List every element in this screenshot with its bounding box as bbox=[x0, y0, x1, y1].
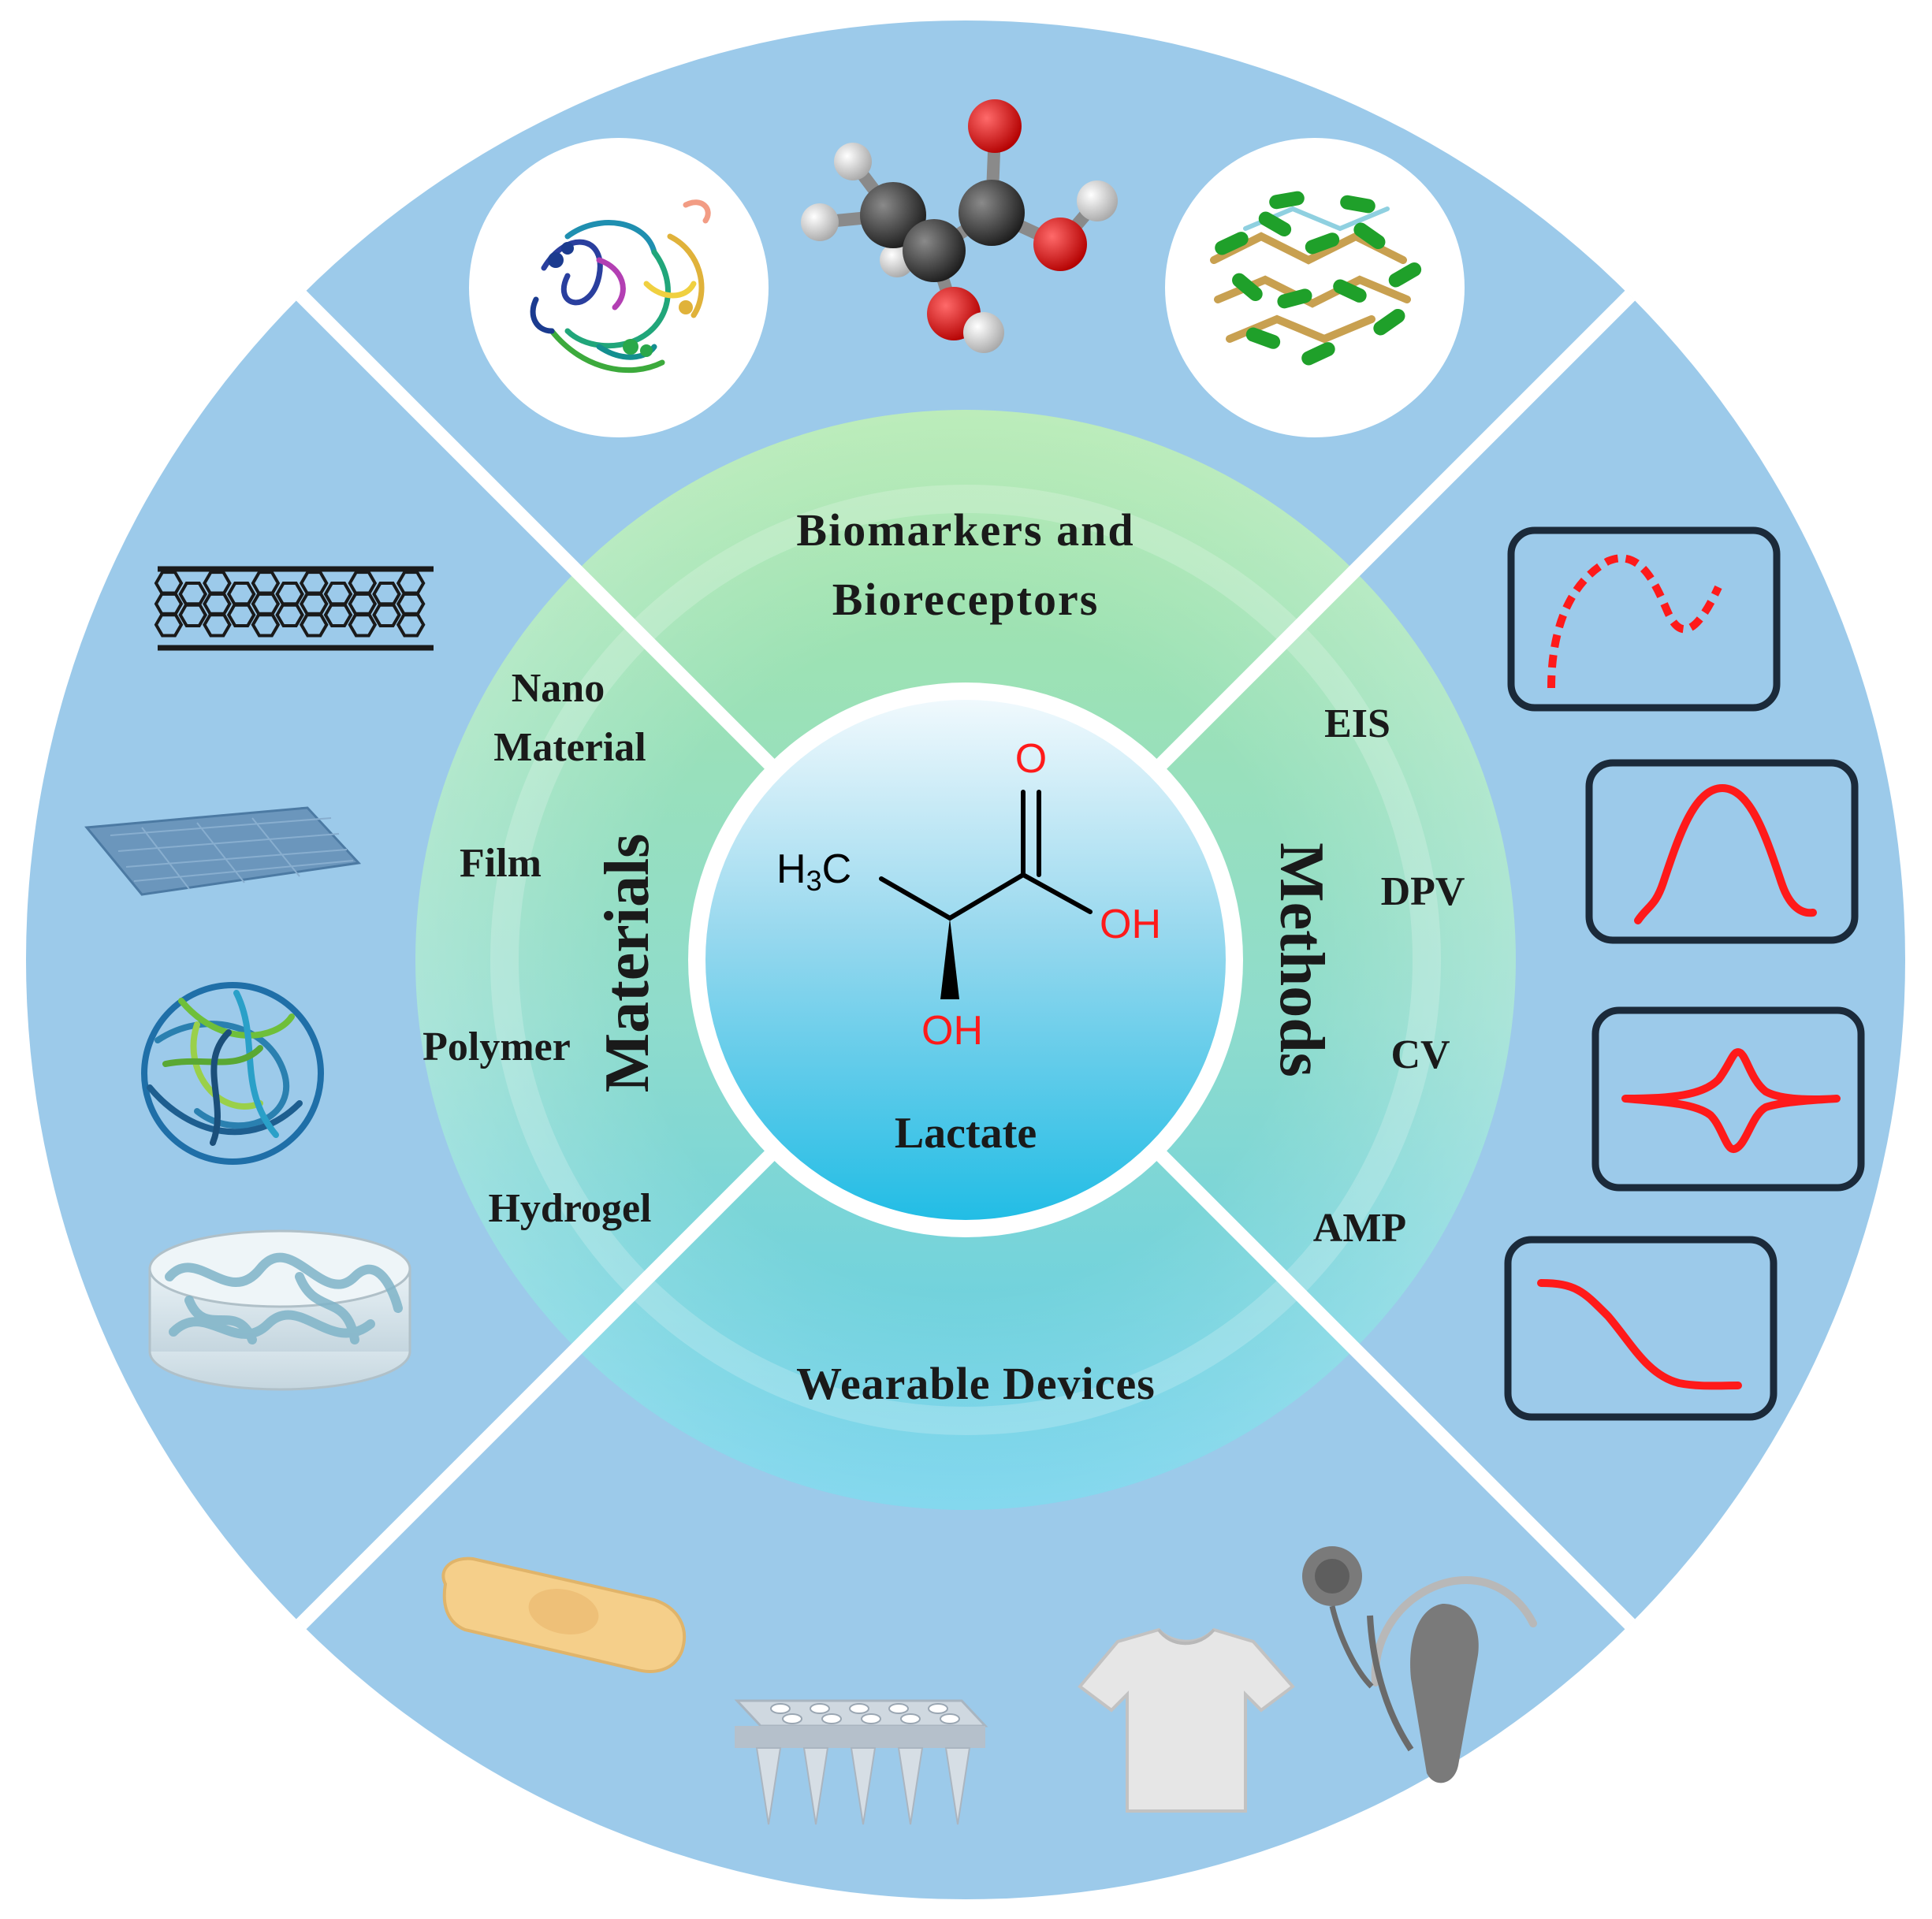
bottom-sector-label: Wearable Devices bbox=[796, 1358, 1156, 1409]
patch-icon bbox=[441, 1556, 687, 1673]
material-item: Nano bbox=[512, 666, 605, 711]
nanotube-hexagon bbox=[348, 612, 378, 638]
cv-signal-icon bbox=[1591, 1006, 1865, 1192]
tshirt-icon bbox=[1078, 1627, 1295, 1813]
material-item: Polymer bbox=[423, 1025, 571, 1069]
nanotube-hexagon bbox=[203, 612, 232, 638]
carbonyl-oxygen-label: O bbox=[1015, 736, 1047, 782]
methods-title: Methods bbox=[1267, 842, 1336, 1077]
material-item: Material bbox=[493, 725, 646, 770]
eis-signal-icon bbox=[1507, 526, 1781, 712]
nanotube-hexagon bbox=[154, 612, 184, 638]
nanotube-hexagon bbox=[323, 602, 353, 627]
materials-title: Materials bbox=[593, 834, 662, 1093]
dpv-signal-icon bbox=[1585, 759, 1859, 944]
nanotube-hexagon bbox=[396, 612, 426, 638]
method-item: AMP bbox=[1313, 1206, 1406, 1251]
nanotube-hexagon bbox=[251, 612, 281, 638]
material-item: Hydrogel bbox=[488, 1186, 651, 1231]
nanotube-hexagon bbox=[178, 602, 208, 627]
method-item: EIS bbox=[1324, 701, 1390, 746]
inner-ring-halo bbox=[490, 485, 1441, 1435]
lactate-structure-icon: H3C O OH OH bbox=[776, 736, 1161, 1054]
hearing-aid-icon bbox=[1302, 1546, 1537, 1783]
enzyme-structure-icon bbox=[469, 138, 769, 437]
acid-oh-label: OH bbox=[1100, 902, 1161, 947]
top-label-line1: Biomarkers and bbox=[796, 504, 1134, 556]
film-sheet-icon bbox=[84, 806, 362, 896]
top-sector-label: Biomarkers and Bioreceptors bbox=[796, 504, 1134, 625]
polymer-ball-icon bbox=[141, 982, 324, 1165]
method-item: DPV bbox=[1381, 869, 1465, 914]
nanotube-hexagon bbox=[275, 602, 304, 627]
center-disc bbox=[705, 700, 1226, 1220]
nanotube-icon bbox=[154, 566, 434, 651]
nanotube-hexagon bbox=[372, 602, 401, 627]
nanotube-hexagon bbox=[226, 602, 256, 627]
top-label-line2: Bioreceptors bbox=[832, 574, 1100, 625]
protein-structure-icon bbox=[1165, 138, 1465, 437]
nanotube-hexagon bbox=[299, 612, 329, 638]
microneedle-icon bbox=[734, 1699, 988, 1825]
materials-list: Nano Material Film Polymer Hydrogel bbox=[423, 666, 651, 1231]
hydrogel-icon bbox=[148, 1229, 411, 1391]
method-item: CV bbox=[1390, 1032, 1450, 1077]
material-item: Film bbox=[460, 841, 542, 886]
amp-signal-icon bbox=[1504, 1236, 1778, 1421]
center-title: Lactate bbox=[895, 1109, 1037, 1158]
methods-list: EIS DPV CV AMP bbox=[1313, 701, 1465, 1251]
alpha-oh-label: OH bbox=[921, 1008, 983, 1054]
methyl-label: H3C bbox=[776, 846, 851, 897]
nanotube-hexagons bbox=[154, 571, 426, 638]
lactate-ball-and-stick-icon bbox=[801, 99, 1118, 353]
